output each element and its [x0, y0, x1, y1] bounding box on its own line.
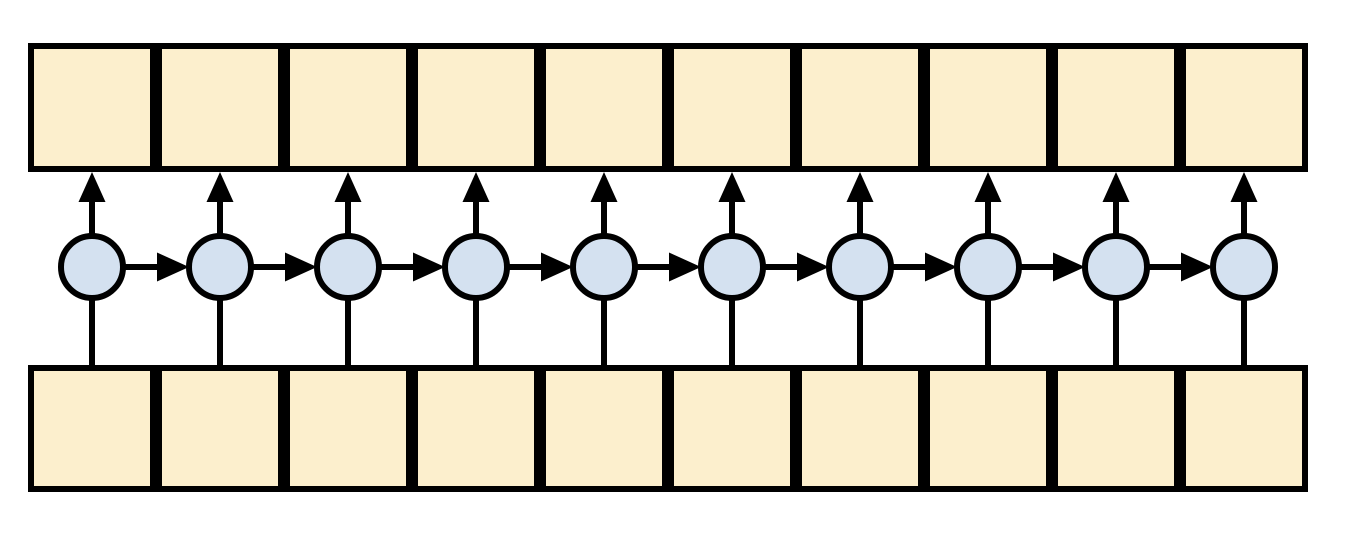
hidden-to-output-arrowhead-icon [590, 172, 618, 202]
output-cell[interactable] [28, 43, 156, 172]
hidden-to-hidden-arrowhead-icon [285, 252, 317, 282]
hidden-to-hidden-arrowhead-icon [925, 252, 957, 282]
output-cell[interactable] [924, 43, 1052, 172]
output-cell[interactable] [668, 43, 796, 172]
input-cell[interactable] [668, 365, 796, 492]
output-cell[interactable] [412, 43, 540, 172]
hidden-to-output-arrowhead-icon [974, 172, 1002, 202]
input-cell[interactable] [1180, 365, 1308, 492]
output-row [28, 43, 1308, 172]
input-cell[interactable] [924, 365, 1052, 492]
output-cell[interactable] [1052, 43, 1180, 172]
input-cell[interactable] [796, 365, 924, 492]
input-row [28, 365, 1308, 492]
input-cell[interactable] [412, 365, 540, 492]
hidden-to-hidden-arrowhead-icon [1053, 252, 1085, 282]
hidden-to-output-arrowhead-icon [718, 172, 746, 202]
hidden-state-node[interactable] [1210, 233, 1278, 301]
input-cell[interactable] [28, 365, 156, 492]
hidden-to-output-arrowhead-icon [206, 172, 234, 202]
output-cell[interactable] [796, 43, 924, 172]
hidden-to-output-arrowhead-icon [78, 172, 106, 202]
hidden-state-node[interactable] [58, 233, 126, 301]
input-cell[interactable] [1052, 365, 1180, 492]
hidden-to-output-arrowhead-icon [1102, 172, 1130, 202]
hidden-state-node[interactable] [1082, 233, 1150, 301]
hidden-to-output-arrowhead-icon [1230, 172, 1258, 202]
hidden-to-hidden-arrowhead-icon [413, 252, 445, 282]
output-cell[interactable] [1180, 43, 1308, 172]
output-cell[interactable] [540, 43, 668, 172]
input-cell[interactable] [284, 365, 412, 492]
hidden-state-node[interactable] [954, 233, 1022, 301]
output-cell[interactable] [284, 43, 412, 172]
hidden-to-hidden-arrowhead-icon [157, 252, 189, 282]
hidden-state-node[interactable] [570, 233, 638, 301]
hidden-to-hidden-arrowhead-icon [1181, 252, 1213, 282]
input-cell[interactable] [156, 365, 284, 492]
output-cell[interactable] [156, 43, 284, 172]
hidden-to-output-arrowhead-icon [462, 172, 490, 202]
hidden-to-hidden-connections [123, 252, 1213, 282]
hidden-state-node[interactable] [698, 233, 766, 301]
hidden-to-output-arrowhead-icon [334, 172, 362, 202]
hidden-to-hidden-arrowhead-icon [541, 252, 573, 282]
hidden-state-node[interactable] [442, 233, 510, 301]
input-cell[interactable] [540, 365, 668, 492]
hidden-state-node[interactable] [826, 233, 894, 301]
hidden-row [58, 233, 1278, 301]
hidden-to-output-arrowhead-icon [846, 172, 874, 202]
hidden-to-hidden-arrowhead-icon [797, 252, 829, 282]
hidden-state-node[interactable] [186, 233, 254, 301]
hidden-to-hidden-arrowhead-icon [669, 252, 701, 282]
hidden-state-node[interactable] [314, 233, 382, 301]
